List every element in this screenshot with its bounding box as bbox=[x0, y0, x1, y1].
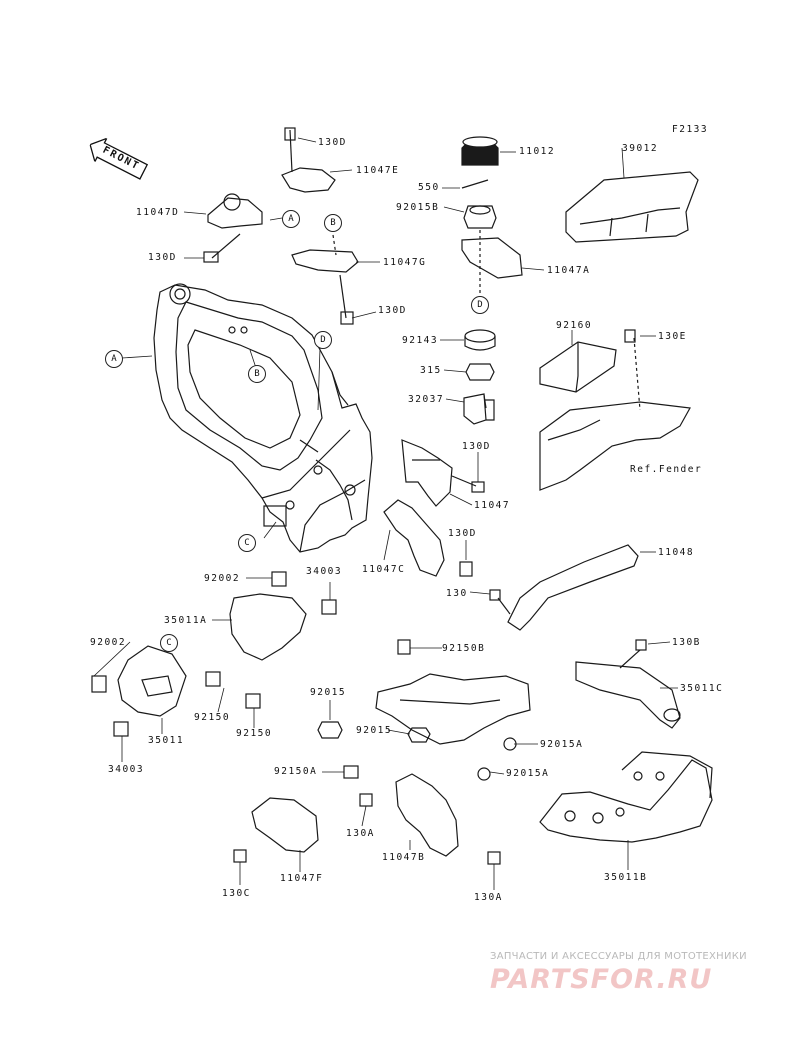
part-label: 39012 bbox=[622, 143, 659, 154]
watermark-logo: PARTSFOR.RU bbox=[490, 964, 713, 995]
part-label: 130B bbox=[672, 637, 701, 648]
part-label: 315 bbox=[420, 365, 442, 376]
part-label: 35011C bbox=[680, 683, 724, 694]
part-label: 92143 bbox=[402, 335, 439, 346]
part-label: 92150A bbox=[274, 766, 318, 777]
callout-c: C bbox=[238, 534, 256, 552]
part-label: 11047F bbox=[280, 873, 324, 884]
part-label: 92015A bbox=[540, 739, 584, 750]
part-label: 11047G bbox=[383, 257, 427, 268]
front-direction-arrow: FRONT bbox=[84, 133, 151, 184]
part-label: 130D bbox=[448, 528, 477, 539]
callout-b: B bbox=[324, 214, 342, 232]
part-label: 92002 bbox=[90, 637, 127, 648]
part-label: 11047E bbox=[356, 165, 400, 176]
part-label: 130 bbox=[446, 588, 468, 599]
part-label: 130D bbox=[378, 305, 407, 316]
main-frame bbox=[153, 284, 373, 553]
part-label: 130A bbox=[474, 892, 503, 903]
part-label: 130D bbox=[318, 137, 347, 148]
arrow-left-icon bbox=[89, 137, 149, 180]
part-label: 11047A bbox=[547, 265, 591, 276]
part-label: 35011B bbox=[604, 872, 648, 883]
part-label: 92015 bbox=[356, 725, 393, 736]
part-label: 92160 bbox=[556, 320, 593, 331]
part-label: 92015A bbox=[506, 768, 550, 779]
callout-a: A bbox=[282, 210, 300, 228]
part-label: 35011 bbox=[148, 735, 185, 746]
part-label: 11047C bbox=[362, 564, 406, 575]
part-label: 92150B bbox=[442, 643, 486, 654]
watermark-tagline: ЗАПЧАСТИ И АКСЕССУАРЫ ДЛЯ МОТОТЕХНИКИ bbox=[490, 951, 747, 962]
part-label: 130C bbox=[222, 888, 251, 899]
part-label: 92015B bbox=[396, 202, 440, 213]
part-label: 32037 bbox=[408, 394, 445, 405]
part-label: 11012 bbox=[519, 146, 556, 157]
part-label: 35011A bbox=[164, 615, 208, 626]
callout-b: B bbox=[248, 365, 266, 383]
part-label: 34003 bbox=[306, 566, 343, 577]
part-label: 92150 bbox=[236, 728, 273, 739]
callout-a: A bbox=[105, 350, 123, 368]
part-label: 11048 bbox=[658, 547, 695, 558]
part-label: 550 bbox=[418, 182, 440, 193]
part-label: 11047D bbox=[136, 207, 180, 218]
part-label: 11047 bbox=[474, 500, 511, 511]
part-label: 130D bbox=[148, 252, 177, 263]
figure-code: F2133 bbox=[672, 124, 709, 135]
part-label: 130E bbox=[658, 331, 687, 342]
callout-d: D bbox=[471, 296, 489, 314]
part-label: 92015 bbox=[310, 687, 347, 698]
part-label: 130A bbox=[346, 828, 375, 839]
part-label: 92150 bbox=[194, 712, 231, 723]
part-label: 34003 bbox=[108, 764, 145, 775]
part-label: 11047B bbox=[382, 852, 426, 863]
ref-fender-note: Ref.Fender bbox=[630, 464, 703, 475]
callout-d: D bbox=[314, 331, 332, 349]
callout-c: C bbox=[160, 634, 178, 652]
part-label: 130D bbox=[462, 441, 491, 452]
part-label: 92002 bbox=[204, 573, 241, 584]
